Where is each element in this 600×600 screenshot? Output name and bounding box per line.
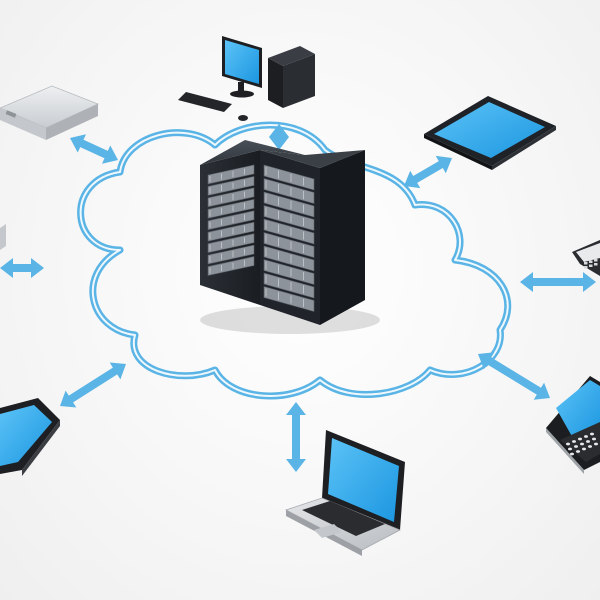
arrow-to-tablet [404, 155, 452, 189]
arrow-to-smartphone-qwerty [478, 352, 550, 400]
phone-key [582, 447, 586, 451]
phone-key [586, 440, 590, 443]
keyboard-key [584, 266, 588, 269]
phone-key [584, 435, 588, 438]
laptop-icon [284, 430, 405, 556]
server-rack-icon [200, 140, 380, 334]
phone-key [588, 445, 592, 448]
arrow-to-keyboard-device [520, 272, 596, 292]
drive-slot [207, 256, 255, 276]
drive-slot [263, 245, 315, 272]
drive-slot [263, 259, 315, 285]
connection-arrows [0, 124, 596, 472]
arrow-to-offscreen-device [0, 258, 44, 278]
arrow-to-network-appliance [70, 134, 118, 164]
drive-slot [263, 272, 315, 299]
cloud-outline [77, 121, 512, 400]
keyboard-key [589, 264, 593, 267]
drive-slot [207, 187, 255, 208]
phone-key [574, 445, 578, 448]
arrow-to-desktop-computer [269, 124, 289, 150]
drive-slot [263, 164, 315, 191]
phone-key [580, 442, 584, 446]
arrow-to-laptop [286, 402, 306, 472]
rack-slots-right [263, 164, 315, 312]
keyboard-key [584, 262, 588, 265]
drive-slot [263, 205, 315, 231]
phone-key [572, 440, 576, 443]
drive-slot [207, 210, 255, 231]
phone-key [566, 442, 570, 446]
drive-slot [263, 286, 315, 312]
keyboard-key [589, 260, 593, 263]
drive-slot [207, 198, 255, 219]
phone-key [592, 437, 596, 441]
phone-key [578, 437, 582, 441]
phone-key [568, 447, 572, 451]
drive-slot [207, 244, 255, 265]
smartphone-qwerty-icon [546, 376, 600, 474]
keyboard-device-icon [572, 240, 600, 276]
phone-key [590, 432, 594, 436]
drive-slot [263, 232, 315, 258]
device-icon [0, 224, 6, 250]
drive-slot [207, 233, 255, 253]
phone-key [594, 442, 598, 446]
desktop-computer-icon [178, 36, 315, 121]
keyboard-key [594, 259, 598, 262]
drive-slot [263, 218, 315, 245]
drive-slot [207, 221, 255, 242]
arrow-to-smartphone-touch [60, 362, 126, 408]
network-appliance-icon [0, 85, 100, 140]
rack-slots-left [207, 164, 255, 276]
drive-slot [263, 191, 315, 218]
drive-slot [207, 164, 255, 185]
keyboard-key [594, 263, 598, 266]
smartphone-touch-icon [0, 398, 60, 476]
phone-key [570, 452, 574, 456]
drive-slot [263, 178, 315, 204]
drive-slot [207, 176, 255, 196]
phone-key [576, 450, 580, 453]
tablet-icon [424, 96, 556, 170]
